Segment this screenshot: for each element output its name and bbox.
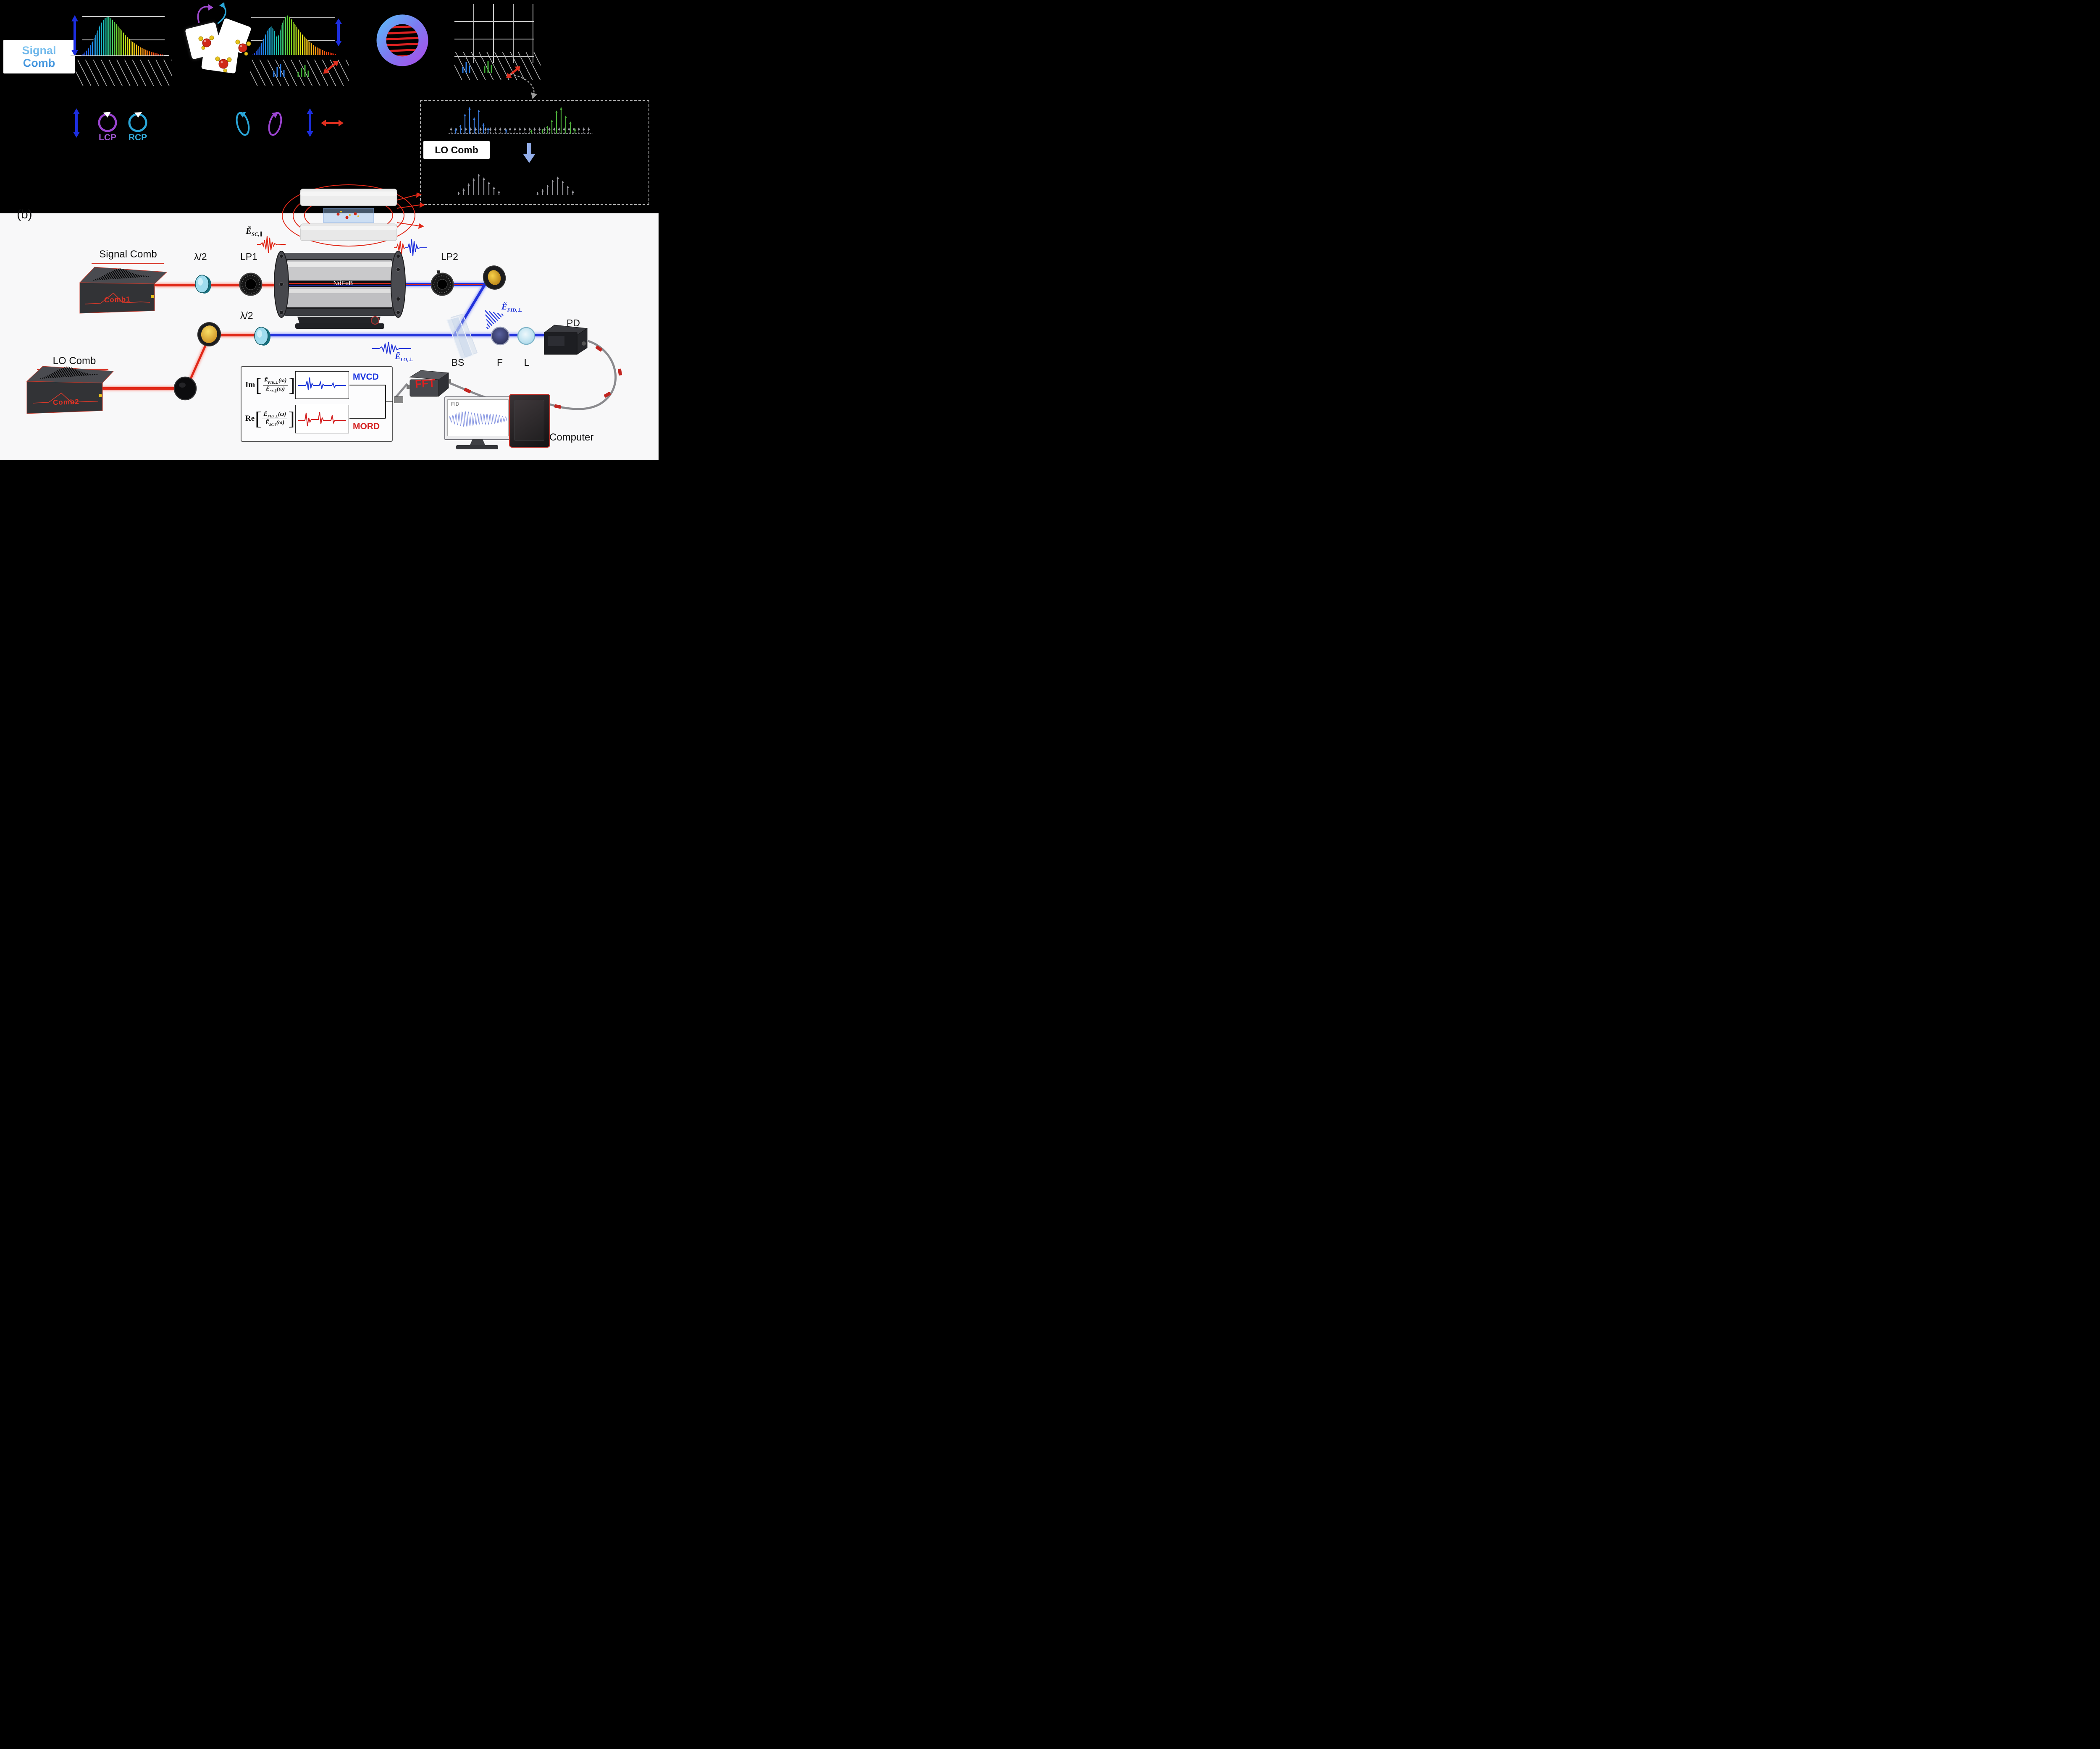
signal-comb-label-box: Signal Comb: [3, 40, 75, 73]
left-bracket: [: [255, 372, 262, 398]
spectrum1-time-hatch: [76, 60, 172, 86]
comb1-label: Comb1: [104, 295, 131, 304]
im-prefix: Im: [245, 380, 255, 390]
linear-polarizer2: [428, 270, 456, 298]
mord-equation: Re[ ẼFID,⊥(ω) ẼSC,∥(ω) ]: [245, 405, 295, 433]
eq-num-base: Ẽ: [264, 378, 268, 384]
fft-label: FFT: [413, 377, 437, 391]
monitor-base: [456, 445, 498, 449]
eq-den-base: Ẽ: [266, 386, 270, 392]
half-wave-plate1-label: λ/2: [194, 251, 207, 262]
ndfeb-label: NdFeB: [328, 280, 358, 287]
eq-den-base: Ẽ: [265, 420, 269, 426]
fid-waveform: [449, 406, 507, 433]
eq-den-arg: (ω): [276, 420, 284, 426]
tower-panel: [514, 400, 544, 441]
rcp-circle-arrow-icon: [126, 111, 150, 134]
fid-screen-label: FID: [451, 401, 459, 407]
vertical-polarization-arrow-icon: [70, 14, 80, 57]
lo-comb-downconverted-teeth: [454, 162, 596, 199]
monitor: FID: [444, 396, 512, 440]
spectrum2-axis-line-top: [251, 17, 335, 18]
down-arrow-icon: [523, 143, 536, 164]
e-fid-sub: FID,⊥: [507, 307, 522, 313]
eq-num-base: Ẽ: [263, 411, 267, 417]
mord-plot: [295, 405, 349, 433]
lp2-label: LP2: [441, 251, 458, 262]
molecules-icon: [185, 18, 256, 86]
vertical-polarization-arrow-icon: [333, 18, 344, 47]
diagonal-polarization-arrow-icon: [320, 57, 342, 77]
e-fid-base: Ẽ: [501, 302, 507, 312]
eq-den-sub: SC,∥: [270, 389, 277, 393]
e-fid-label: ẼFID,⊥: [501, 302, 522, 313]
ring-aperture-icon: [373, 11, 432, 70]
e-sc-base: Ẽ: [246, 226, 252, 236]
eq-num-sub: FID,⊥: [268, 414, 278, 418]
right-bracket: ]: [289, 372, 295, 398]
bottom-strip: [0, 460, 659, 467]
mvcd-equation: Im[ ẼFID,⊥(ω) ẼSC,∥(ω) ]: [245, 371, 295, 399]
pd-label: PD: [563, 317, 584, 329]
vertical-polarization-arrow-icon: [305, 108, 315, 138]
elliptical-polarization-icons: [231, 109, 294, 139]
linear-polarizer1: [238, 271, 264, 297]
dashed-curved-arrow-icon: [506, 70, 542, 101]
signal-comb-label: Signal Comb: [12, 44, 66, 69]
half-wave-plate1: [191, 270, 215, 297]
panel-b-label: (b): [17, 207, 32, 222]
magnet-assembly: [272, 244, 407, 333]
gold-mirror1: [481, 265, 507, 291]
gold-mirror2: [197, 322, 222, 347]
eq-num-sub: FID,⊥: [268, 381, 278, 385]
re-prefix: Re: [245, 414, 255, 423]
lo-comb-label-box: LO Comb: [423, 141, 490, 159]
eq-den-sub: SC,∥: [269, 422, 276, 426]
eq-num-arg: (ω): [278, 378, 286, 384]
spectrum1-axis-line-top: [82, 16, 165, 17]
right-bracket: ]: [288, 406, 294, 431]
rcp-label: RCP: [126, 133, 150, 143]
figure-root: Signal Comb: [0, 0, 659, 467]
eq-den-arg: (ω): [277, 386, 285, 392]
steering-mirror: [172, 376, 198, 401]
mvcd-plot: [295, 371, 349, 399]
lcp-label: LCP: [96, 133, 119, 143]
lcp-circle-arrow-icon: [96, 111, 119, 134]
left-bracket: [: [255, 406, 261, 431]
comb2-label: Comb2: [53, 398, 79, 407]
eq-num-arg: (ω): [278, 411, 286, 417]
half-wave-plate2: [249, 323, 274, 349]
lo-comb-label: LO Comb: [435, 144, 478, 156]
monitor-screen: FID: [447, 399, 509, 436]
vertical-polarization-arrow-icon: [71, 108, 81, 139]
lp1-label: LP1: [240, 251, 257, 262]
half-wave-plate2-label: λ/2: [240, 310, 253, 321]
computer-tower: [509, 394, 550, 448]
signal-comb-title: Signal Comb: [92, 249, 164, 260]
connector-plug: [394, 396, 403, 403]
computer-label: Computer: [549, 432, 593, 443]
horizontal-polarization-arrow-icon: [320, 118, 344, 128]
birefringent-comb-teeth-icon: [269, 55, 328, 81]
